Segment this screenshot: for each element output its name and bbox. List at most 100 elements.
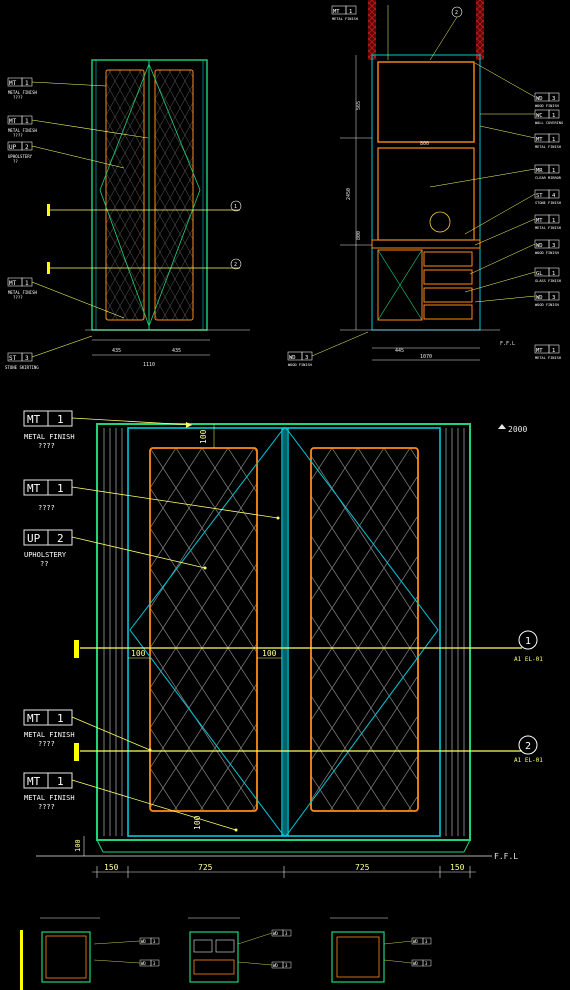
svg-text:STONE SKIRTING: STONE SKIRTING — [5, 365, 39, 370]
svg-text:UPHOLSTERY: UPHOLSTERY — [8, 154, 33, 159]
svg-text:MT: MT — [9, 280, 17, 287]
main-floor-mark: F.F.L — [494, 852, 518, 861]
svg-text:2: 2 — [234, 262, 237, 268]
svg-text:??: ?? — [40, 560, 48, 568]
left-upholstery-panel — [149, 447, 258, 812]
svg-text:100: 100 — [74, 839, 82, 852]
main-tag-4: MT 1 METAL FINISH ???? — [23, 772, 238, 832]
right-door-panel — [154, 69, 194, 321]
svg-text:MR: MR — [536, 168, 543, 174]
tl-tag-1: MT 1 METAL FINISH ???? — [7, 115, 149, 139]
brick-wall-left — [368, 0, 376, 60]
svg-text:800: 800 — [420, 141, 429, 147]
middle-cabinet — [377, 147, 475, 241]
svg-text:????: ???? — [38, 442, 55, 450]
svg-text:????: ???? — [38, 504, 55, 512]
svg-text:METAL FINISH: METAL FINISH — [535, 145, 561, 149]
svg-text:1: 1 — [57, 712, 64, 725]
svg-text:WOOD FINISH: WOOD FINISH — [535, 303, 559, 307]
svg-text:3: 3 — [552, 96, 555, 102]
svg-text:METAL FINISH: METAL FINISH — [24, 794, 75, 802]
svg-text:WALL COVERING: WALL COVERING — [535, 121, 563, 125]
dim-100-top: 100 — [199, 429, 208, 444]
svg-text:2450: 2450 — [346, 188, 352, 200]
svg-text:MT: MT — [536, 348, 543, 354]
svg-text:1: 1 — [525, 636, 531, 647]
svg-text:CLEAR MIRROR: CLEAR MIRROR — [535, 176, 562, 180]
svg-text:3: 3 — [425, 939, 428, 944]
svg-text:2: 2 — [525, 741, 531, 752]
svg-text:WD: WD — [413, 939, 418, 944]
svg-text:2: 2 — [455, 10, 458, 16]
svg-text:MT: MT — [27, 482, 41, 495]
svg-text:WD: WD — [536, 295, 543, 301]
svg-text:2: 2 — [57, 532, 64, 545]
svg-text:METAL FINISH: METAL FINISH — [8, 290, 37, 295]
svg-text:1: 1 — [552, 271, 555, 277]
svg-text:1: 1 — [552, 168, 555, 174]
svg-text:1: 1 — [25, 118, 29, 125]
svg-text:1: 1 — [552, 137, 555, 143]
top-right-elevation: 2450 800 565 800 1070 445 F.F.L 2 WD 3 W… — [287, 0, 563, 367]
svg-text:1: 1 — [25, 280, 29, 287]
right-door-diagonal — [285, 426, 439, 838]
svg-text:????: ???? — [13, 295, 23, 300]
main-tag-3: MT 1 METAL FINISH ???? — [23, 709, 152, 752]
section-marker-2-main — [518, 735, 538, 755]
svg-text:UPHOLSTERY: UPHOLSTERY — [24, 551, 67, 559]
svg-text:3: 3 — [153, 961, 156, 966]
svg-text:565: 565 — [356, 101, 362, 110]
svg-text:445: 445 — [395, 348, 404, 354]
svg-text:1: 1 — [57, 482, 64, 495]
tl-tag-3: MT 1 METAL FINISH ???? — [7, 277, 125, 319]
top-left-elevation: 435 435 1110 1 2 MT 1 METAL FINISH ???? … — [5, 59, 250, 370]
bottom-details: WD 3 WD 3 WD 3 — [20, 917, 432, 990]
section-marker-1 — [230, 200, 242, 212]
dim-100-left: 100 — [131, 649, 146, 658]
tl-tag-4: ST 3 STONE SKIRTING — [5, 335, 93, 370]
dim-725-right: 725 — [355, 863, 370, 872]
svg-text:WD: WD — [141, 939, 146, 944]
svg-text:1: 1 — [552, 113, 555, 119]
upper-cabinet — [377, 61, 475, 143]
svg-text:METAL FINISH: METAL FINISH — [8, 90, 37, 95]
svg-text:1: 1 — [25, 80, 29, 87]
svg-text:A1 EL-01: A1 EL-01 — [514, 656, 543, 663]
tr-tag-left-1: WD 3 WOOD FINISH — [287, 331, 369, 367]
svg-text:WD: WD — [141, 961, 146, 966]
svg-text:GL: GL — [536, 271, 543, 277]
svg-text:METAL FINISH: METAL FINISH — [535, 226, 561, 230]
svg-text:????: ???? — [13, 95, 23, 100]
svg-text:3: 3 — [552, 243, 555, 249]
svg-text:WD: WD — [536, 96, 543, 102]
dim-150-left: 150 — [104, 863, 119, 872]
right-upholstery-panel — [310, 447, 419, 812]
main-tag-2: UP 2 UPHOLSTERY ?? — [23, 529, 207, 570]
svg-text:MT: MT — [536, 218, 543, 224]
svg-text:METAL FINISH: METAL FINISH — [8, 128, 37, 133]
svg-text:WC: WC — [536, 113, 543, 119]
svg-text:3: 3 — [305, 355, 308, 361]
svg-text:GLASS FINISH: GLASS FINISH — [535, 279, 561, 283]
svg-text:ST: ST — [536, 193, 543, 199]
main-tag-1: MT 1 ???? — [23, 479, 280, 520]
svg-text:UP: UP — [9, 144, 17, 151]
svg-text:WD: WD — [273, 931, 278, 936]
svg-text:3: 3 — [25, 355, 29, 362]
svg-text:WD: WD — [413, 961, 418, 966]
svg-text:MT: MT — [9, 80, 17, 87]
svg-text:1070: 1070 — [420, 354, 432, 360]
svg-text:MT: MT — [27, 775, 41, 788]
left-door-panel — [105, 69, 145, 321]
svg-text:1: 1 — [57, 775, 64, 788]
svg-text:METAL FINISH: METAL FINISH — [24, 731, 75, 739]
svg-text:????: ???? — [38, 803, 55, 811]
svg-text:WD: WD — [289, 355, 296, 361]
svg-text:??: ?? — [13, 159, 18, 164]
svg-text:WOOD FINISH: WOOD FINISH — [535, 251, 559, 255]
section-marker-2 — [230, 258, 242, 270]
dim-100-center: 100 — [262, 649, 277, 658]
svg-text:3: 3 — [425, 961, 428, 966]
svg-text:MT: MT — [9, 118, 17, 125]
